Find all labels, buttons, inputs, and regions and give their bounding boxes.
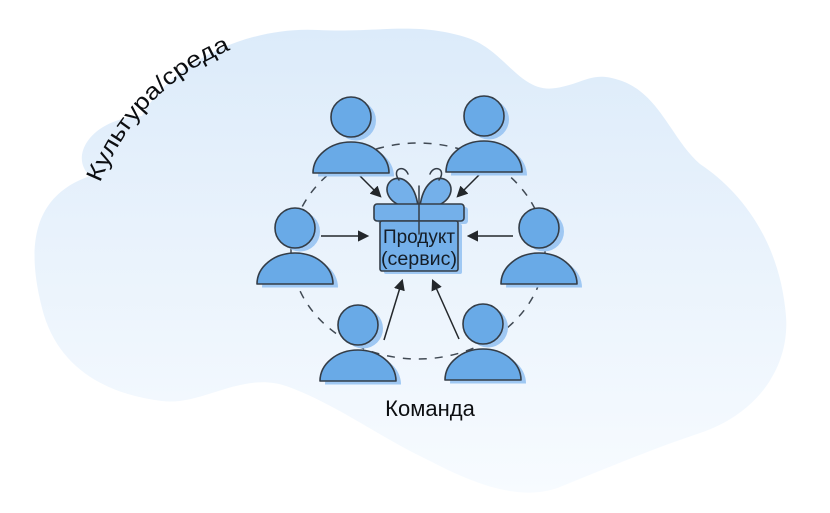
gift-bow-curl-left xyxy=(395,167,409,181)
arrow-bottom-right xyxy=(431,278,460,340)
gift-bow-icon xyxy=(386,177,452,207)
product-box: Продукт (сервис) xyxy=(373,167,468,274)
team-label: Команда xyxy=(385,396,475,421)
gift-bow-curl-right xyxy=(429,167,443,181)
product-label-line1: Продукт xyxy=(383,227,455,248)
product-label-line2: (сервис) xyxy=(381,249,457,270)
arrow-bottom-left xyxy=(383,278,405,341)
